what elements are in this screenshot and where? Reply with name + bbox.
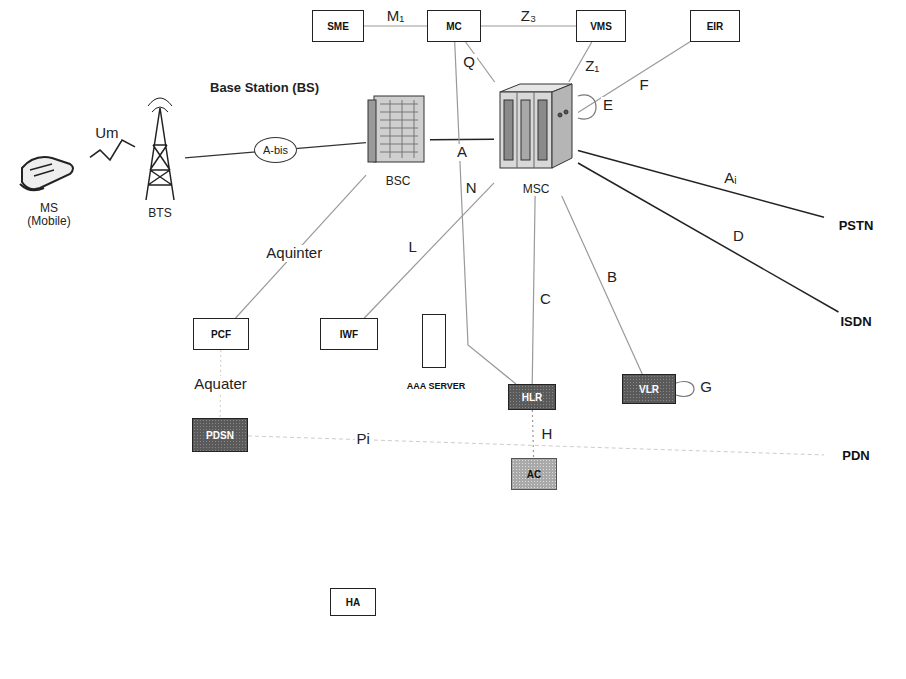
element-name: MS (Mobile) [19, 202, 79, 228]
interface-line [455, 42, 516, 384]
interface-oval-label: A-bis [254, 137, 297, 163]
element-name: AC [527, 469, 541, 480]
element-name: PDSN [206, 430, 234, 441]
bsc-cabinet-icon [368, 96, 424, 162]
interface-label: H [540, 426, 555, 443]
network-element: MC [427, 10, 481, 42]
interface-label: G [698, 379, 714, 396]
interface-line [481, 25, 576, 26]
interface-line [578, 95, 596, 119]
tower-icon [146, 98, 174, 200]
network-element: AAA SERVER [398, 314, 474, 392]
network-element: AC [511, 458, 557, 490]
interface-label: Q [461, 54, 477, 71]
element-name: BSC [386, 175, 411, 188]
network-element: BTS [135, 100, 185, 220]
interface-label: F [637, 77, 650, 94]
element-name: AAA SERVER [407, 382, 466, 392]
element-name: VLR [639, 384, 659, 395]
network-element: IWF [320, 318, 378, 350]
element-name: ISDN [840, 315, 871, 329]
interface-label: B [605, 269, 619, 286]
network-element: PSTN [824, 216, 888, 236]
interface-label: Pi [355, 431, 372, 448]
interface-label: Z₃ [519, 8, 538, 25]
element-name: HA [346, 597, 360, 608]
interface-line [248, 436, 824, 455]
interface-label: A [455, 144, 469, 161]
interface-line [532, 196, 535, 384]
interface-line [430, 139, 494, 141]
network-element: HLR [508, 384, 556, 410]
network-element: MS (Mobile) [8, 148, 90, 228]
element-name: HLR [522, 392, 543, 403]
network-element: VLR [622, 374, 676, 404]
interface-label: D [731, 228, 746, 245]
interface-line [562, 196, 642, 374]
network-element: EIR [690, 10, 740, 42]
network-element: PCF [193, 318, 249, 350]
element-name: PCF [211, 329, 231, 340]
interface-line [364, 183, 494, 318]
interface-label: E [601, 97, 615, 114]
network-element: SME [312, 10, 364, 42]
interface-label: Um [93, 125, 120, 142]
element-name: BTS [148, 207, 171, 220]
element-name: SME [327, 21, 349, 32]
network-element: BSC [366, 92, 430, 188]
free-label: Base Station (BS) [210, 80, 319, 95]
element-name: MC [446, 21, 462, 32]
interface-line [90, 140, 135, 160]
interface-label: Aquinter [264, 245, 324, 262]
network-element: HA [330, 588, 376, 616]
network-element: ISDN [824, 312, 888, 332]
interface-label: C [538, 291, 553, 308]
network-element: VMS [576, 10, 626, 42]
interface-line [236, 175, 366, 318]
network-element: MSC [494, 82, 578, 196]
interface-label: N [464, 180, 479, 197]
interface-label: Aquater [192, 376, 249, 393]
element-name: MSC [523, 183, 550, 196]
interface-label: M₁ [385, 8, 407, 25]
network-element: PDSN [192, 418, 248, 452]
interface-line [364, 25, 427, 26]
element-name: IWF [340, 329, 358, 340]
interface-line [578, 163, 839, 312]
interface-line [676, 382, 694, 397]
interface-label: Aᵢ [722, 170, 738, 187]
mobile-icon [20, 157, 73, 190]
interface-label: Z₁ [583, 58, 601, 75]
network-element: PDN [824, 446, 888, 466]
element-name: PSTN [839, 219, 874, 233]
msc-switch-icon [500, 84, 572, 168]
interface-label: L [407, 239, 419, 256]
element-name: PDN [842, 449, 869, 463]
element-name: EIR [707, 21, 724, 32]
server-outline [422, 314, 446, 368]
interface-line [532, 410, 533, 458]
element-name: VMS [590, 21, 612, 32]
